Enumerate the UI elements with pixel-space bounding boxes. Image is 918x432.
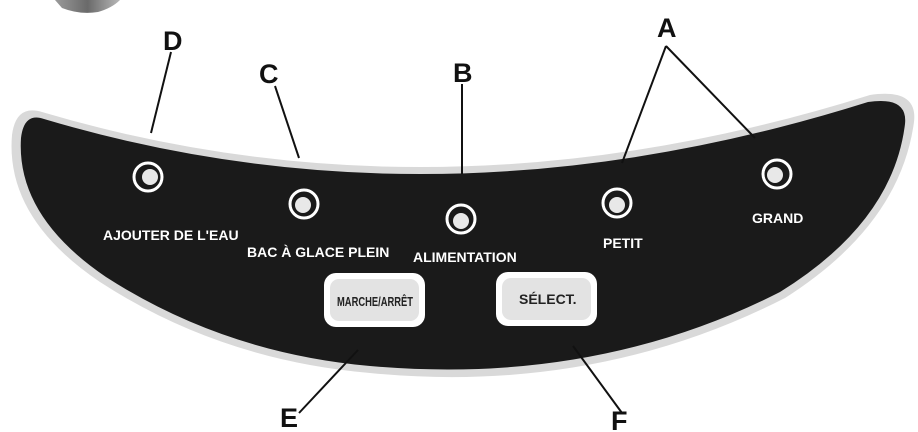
panel-face (20, 100, 906, 370)
indicator-add-water: AJOUTER DE L'EAU (103, 161, 239, 243)
indicator-label-power: ALIMENTATION (413, 249, 517, 265)
indicator-large: GRAND (752, 158, 803, 226)
indicator-light-add-water-lens (142, 169, 158, 185)
callout-a: A (657, 13, 677, 43)
leader-a-right (665, 45, 756, 139)
indicator-light-large-lens (767, 167, 783, 183)
select-button-face[interactable] (502, 278, 591, 320)
leader-lines (150, 45, 756, 414)
on-off-button-face[interactable] (330, 279, 419, 321)
indicator-label-small: PETIT (603, 235, 643, 251)
leader-a-left (621, 45, 667, 164)
indicator-small: PETIT (601, 187, 643, 251)
indicator-power: ALIMENTATION (413, 203, 517, 265)
indicator-label-add-water: AJOUTER DE L'EAU (103, 227, 239, 243)
photo-fragment (55, 0, 120, 13)
leader-c (274, 85, 300, 159)
select-button[interactable]: SÉLECT. (496, 272, 597, 326)
indicator-label-large: GRAND (752, 210, 803, 226)
callout-c: C (259, 59, 279, 89)
callout-b: B (453, 58, 473, 88)
callout-e: E (280, 403, 298, 432)
leader-d (150, 51, 172, 134)
indicator-label-ice-bin-full: BAC À GLACE PLEIN (247, 244, 389, 260)
indicator-light-small-lens (609, 197, 625, 213)
select-button-label[interactable]: SÉLECT. (519, 291, 577, 307)
on-off-button-label[interactable]: MARCHE/ARRÊT (337, 294, 413, 309)
leader-e (298, 349, 359, 414)
indicator-light-ice-bin-full-lens (295, 197, 311, 213)
callout-f: F (611, 406, 628, 432)
leader-f (572, 345, 623, 414)
indicator-ice-bin-full: BAC À GLACE PLEIN (247, 188, 389, 260)
indicator-light-power-lens (453, 213, 469, 229)
callout-d: D (163, 26, 183, 56)
on-off-button[interactable]: MARCHE/ARRÊT (324, 273, 425, 327)
